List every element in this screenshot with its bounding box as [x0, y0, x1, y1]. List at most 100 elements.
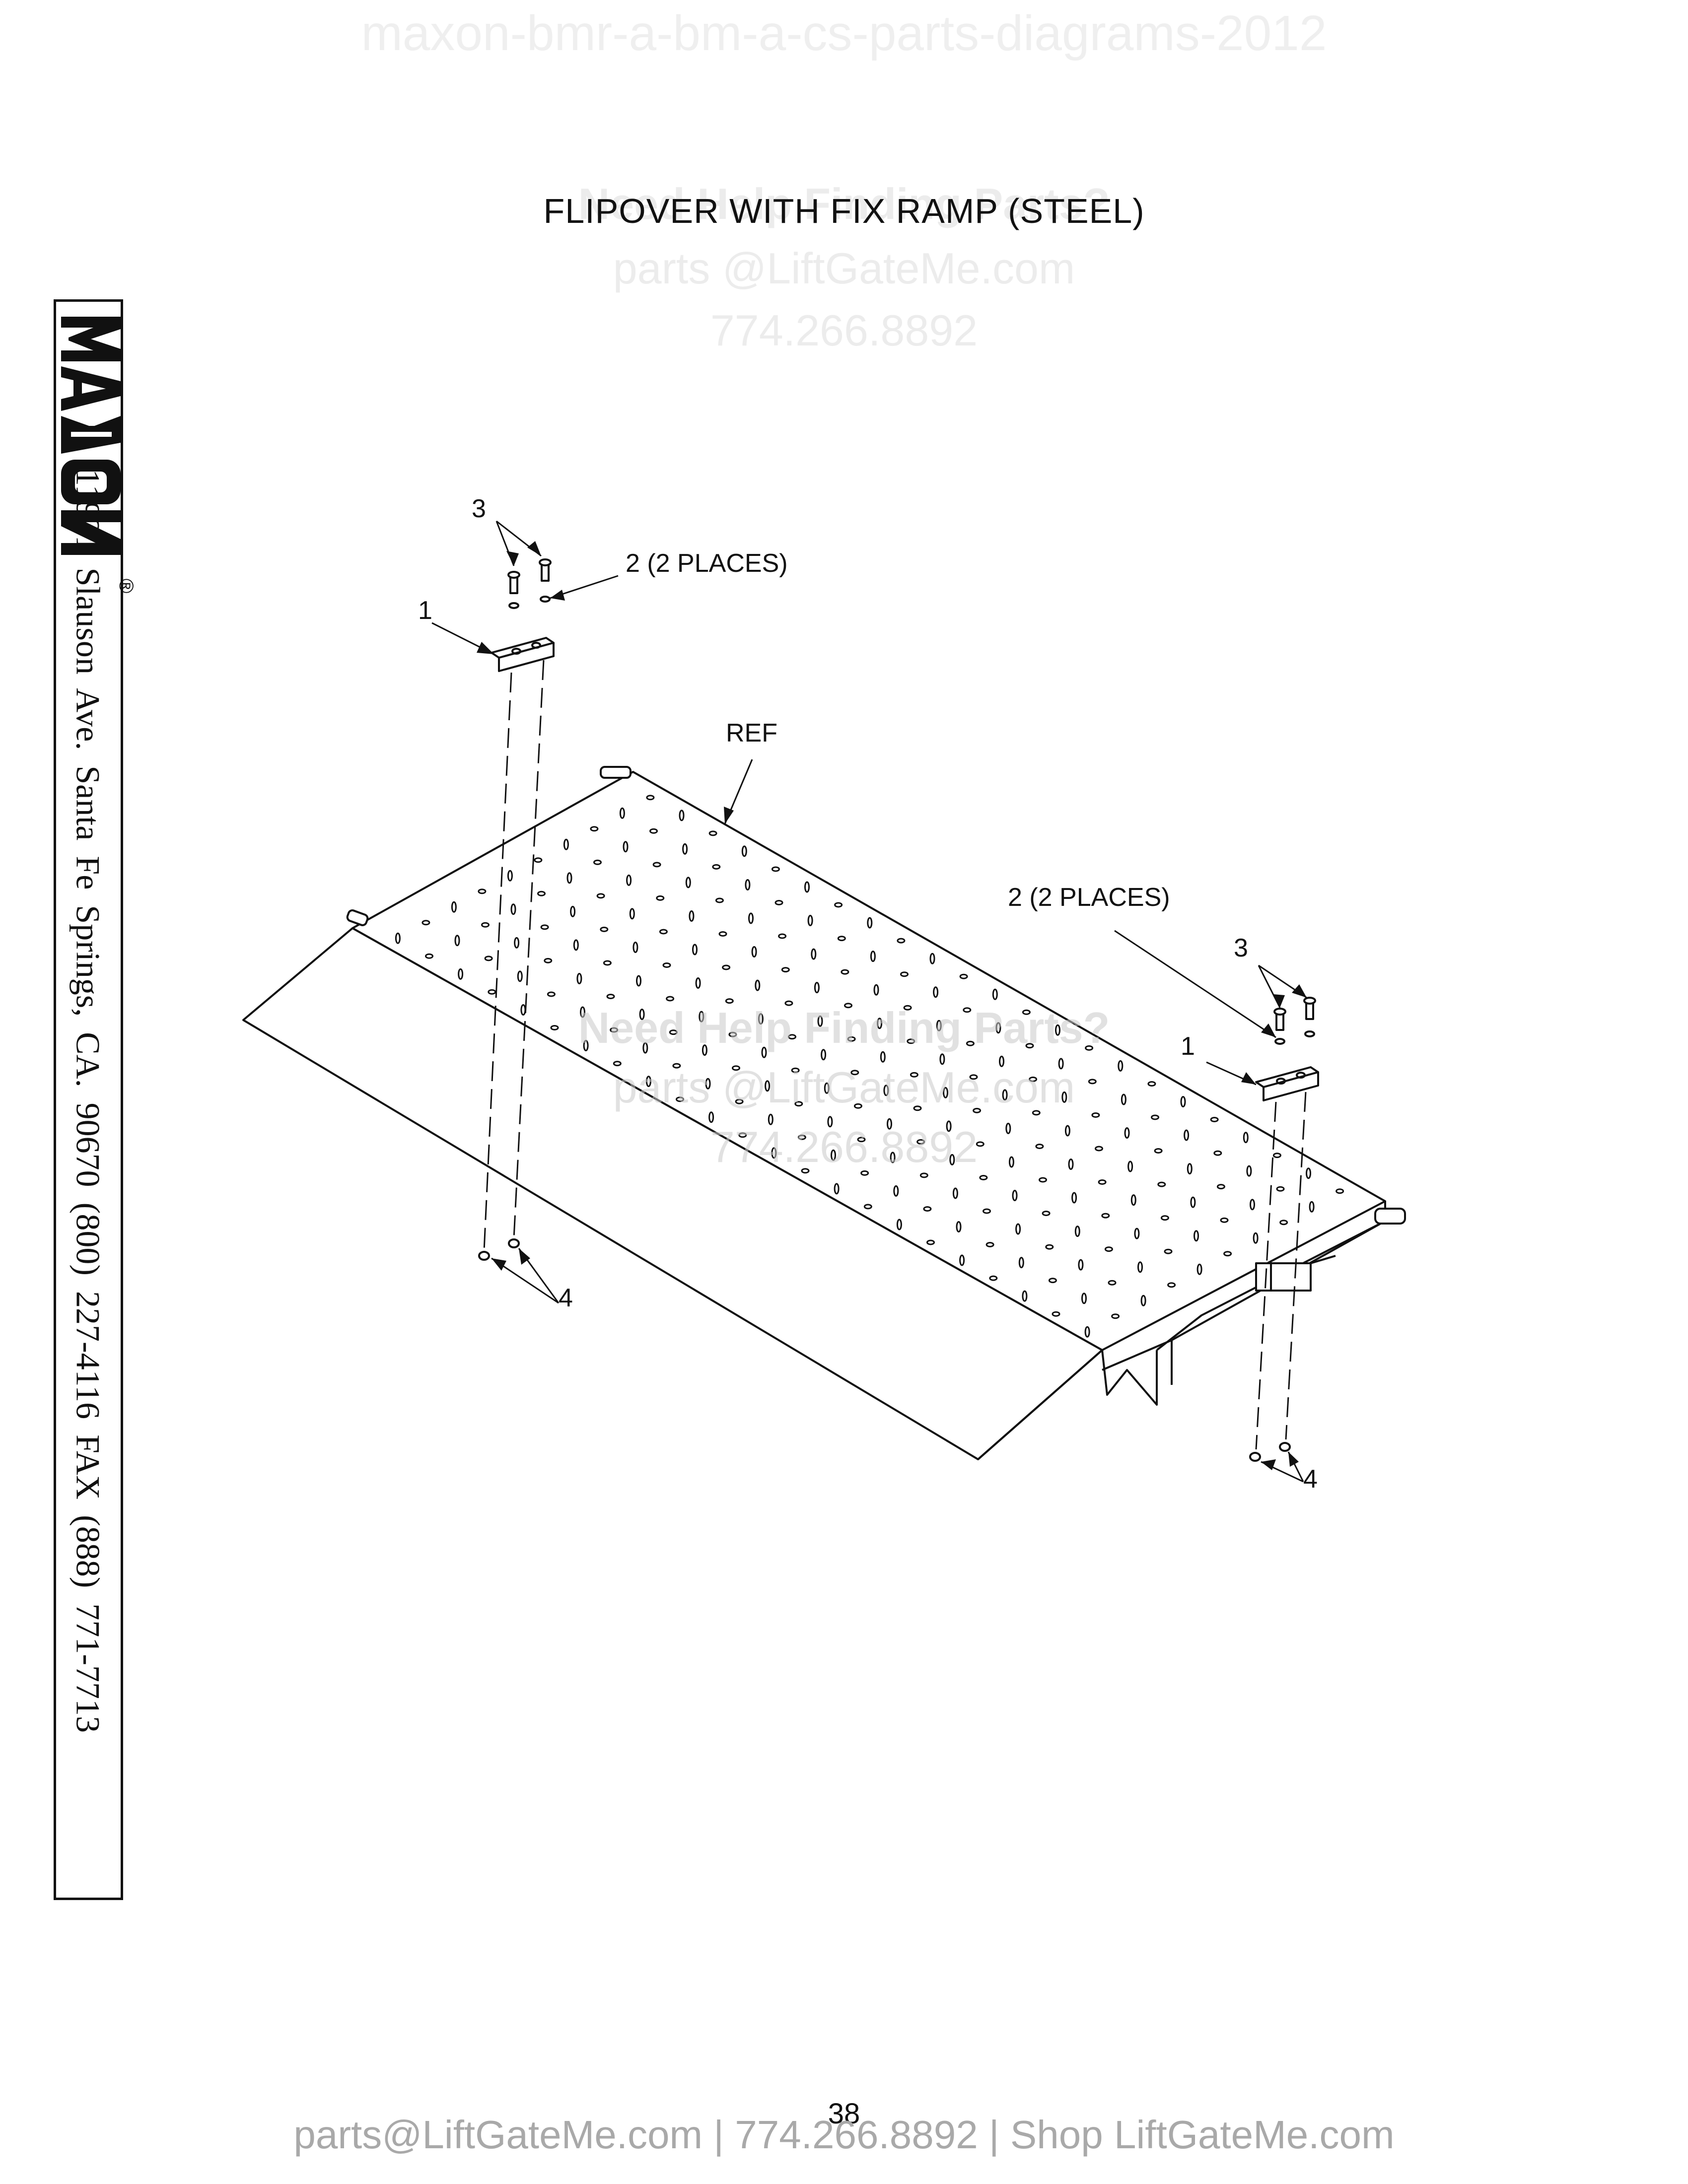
tread-slot [454, 935, 460, 947]
tread-slot [1184, 1129, 1190, 1141]
tread-slot [774, 900, 783, 905]
tread-slot [1130, 1194, 1136, 1206]
tread-slot [738, 1132, 747, 1138]
tread-slot [1088, 1079, 1097, 1085]
tread-slot [708, 830, 717, 836]
nuts-right [1249, 1442, 1291, 1462]
tread-slot [999, 1055, 1004, 1067]
tread-slot [725, 998, 734, 1004]
tread-slot [910, 1072, 918, 1078]
tread-slot [758, 1013, 764, 1025]
tread-slot [550, 1025, 559, 1030]
tread-slot [1012, 1190, 1018, 1201]
tread-slot [1045, 1244, 1054, 1250]
sidebar-address-box: ® 11921 Slauson Ave. Santa Fe Springs, C… [54, 299, 137, 1900]
tread-slot [834, 902, 843, 908]
fix-plate-right [1255, 1066, 1319, 1101]
maxon-logo [61, 317, 121, 555]
tread-slot [395, 932, 401, 944]
tread-slot [1022, 1009, 1031, 1015]
tread-slot [797, 1134, 806, 1140]
tread-slot [985, 1242, 994, 1247]
tread-slot [514, 937, 520, 949]
tread-slot [1279, 1220, 1288, 1226]
hinge-pin-right [1374, 1208, 1406, 1225]
tread-slot [995, 1022, 1001, 1034]
tread-slot [880, 1051, 886, 1063]
tread-slot [722, 964, 731, 970]
tread-slot [566, 872, 572, 884]
tread-slot [685, 877, 691, 888]
tread-slot [771, 866, 780, 872]
tread-slot [893, 1185, 899, 1197]
tread-slot [1025, 1043, 1034, 1049]
tread-slot [1196, 1263, 1202, 1275]
tread-slot [963, 1007, 972, 1013]
tread-slot [636, 975, 641, 987]
tread-slot [1167, 1282, 1176, 1288]
tread-slot [791, 1067, 800, 1073]
washers-left [508, 596, 551, 609]
tread-slot [1104, 1246, 1113, 1252]
tread-slot [715, 897, 724, 903]
tread-slot [1039, 1177, 1047, 1183]
bolts-right [1273, 997, 1316, 1031]
callout-right-2: 2 (2 PLACES) [1008, 883, 1170, 912]
tread-slot [537, 890, 546, 896]
tread-slot [1061, 1091, 1067, 1103]
callout-left-4: 4 [559, 1284, 573, 1312]
tread-slot [781, 967, 790, 973]
watermark-phone-mid: 774.266.8892 [710, 1122, 978, 1171]
tread-slot [992, 988, 998, 1000]
tread-slot [814, 982, 820, 994]
tread-slot [669, 1029, 678, 1035]
tread-slot [732, 1065, 740, 1071]
bolt-path-left [483, 660, 545, 1251]
tread-slot [1008, 1156, 1014, 1168]
tread-slot [1124, 1127, 1130, 1139]
tread-slot [1068, 1159, 1074, 1170]
tread-slot [784, 1000, 793, 1006]
tread-slot [596, 893, 605, 899]
callout-left-2: 2 (2 PLACES) [626, 549, 788, 578]
tread-slot [979, 1175, 988, 1180]
tread-slot [656, 895, 665, 901]
tread-slot [794, 1101, 803, 1107]
tread-slot [1029, 1076, 1038, 1082]
tread-slot [863, 1204, 872, 1210]
tread-slot [873, 984, 879, 996]
callout-ref: REF [726, 719, 777, 748]
deck-tread-pattern [395, 795, 1344, 1338]
tread-slot [1101, 1213, 1110, 1219]
tread-slot [1154, 1148, 1163, 1154]
page-title: FLIPOVER WITH FIX RAMP (STEEL) [543, 192, 1145, 230]
tread-slot [484, 956, 493, 961]
tread-slot [923, 1206, 932, 1212]
tread-slot [583, 1040, 589, 1051]
tread-slot [821, 1049, 827, 1061]
tread-slot [916, 1139, 925, 1145]
tread-slot [666, 996, 675, 1002]
leader-arrowheads [477, 541, 1307, 1470]
tread-slot [1002, 1089, 1008, 1101]
tread-slot [718, 931, 727, 937]
watermark-top: maxon-bmr-a-bm-a-cs-parts-diagrams-2012 [361, 5, 1327, 61]
tread-slot [765, 1080, 771, 1092]
callout-left-3: 3 [472, 494, 486, 523]
tread-slot [850, 1070, 859, 1076]
tread-slot [679, 810, 685, 821]
tread-slot [629, 908, 635, 920]
tread-slot [478, 888, 487, 894]
tread-slot [949, 1154, 955, 1165]
tread-slot [801, 1168, 810, 1174]
tread-slot [853, 1103, 862, 1109]
tread-slot [976, 1141, 985, 1147]
callout-right-3: 3 [1234, 934, 1248, 962]
tread-slot [1121, 1093, 1126, 1105]
tread-slot [1272, 1153, 1281, 1159]
tread-slot [623, 841, 629, 853]
tread-slot [946, 1120, 952, 1132]
tread-slot [682, 843, 688, 855]
watermark-help-mid: Need Help Finding Parts? [578, 1003, 1110, 1052]
